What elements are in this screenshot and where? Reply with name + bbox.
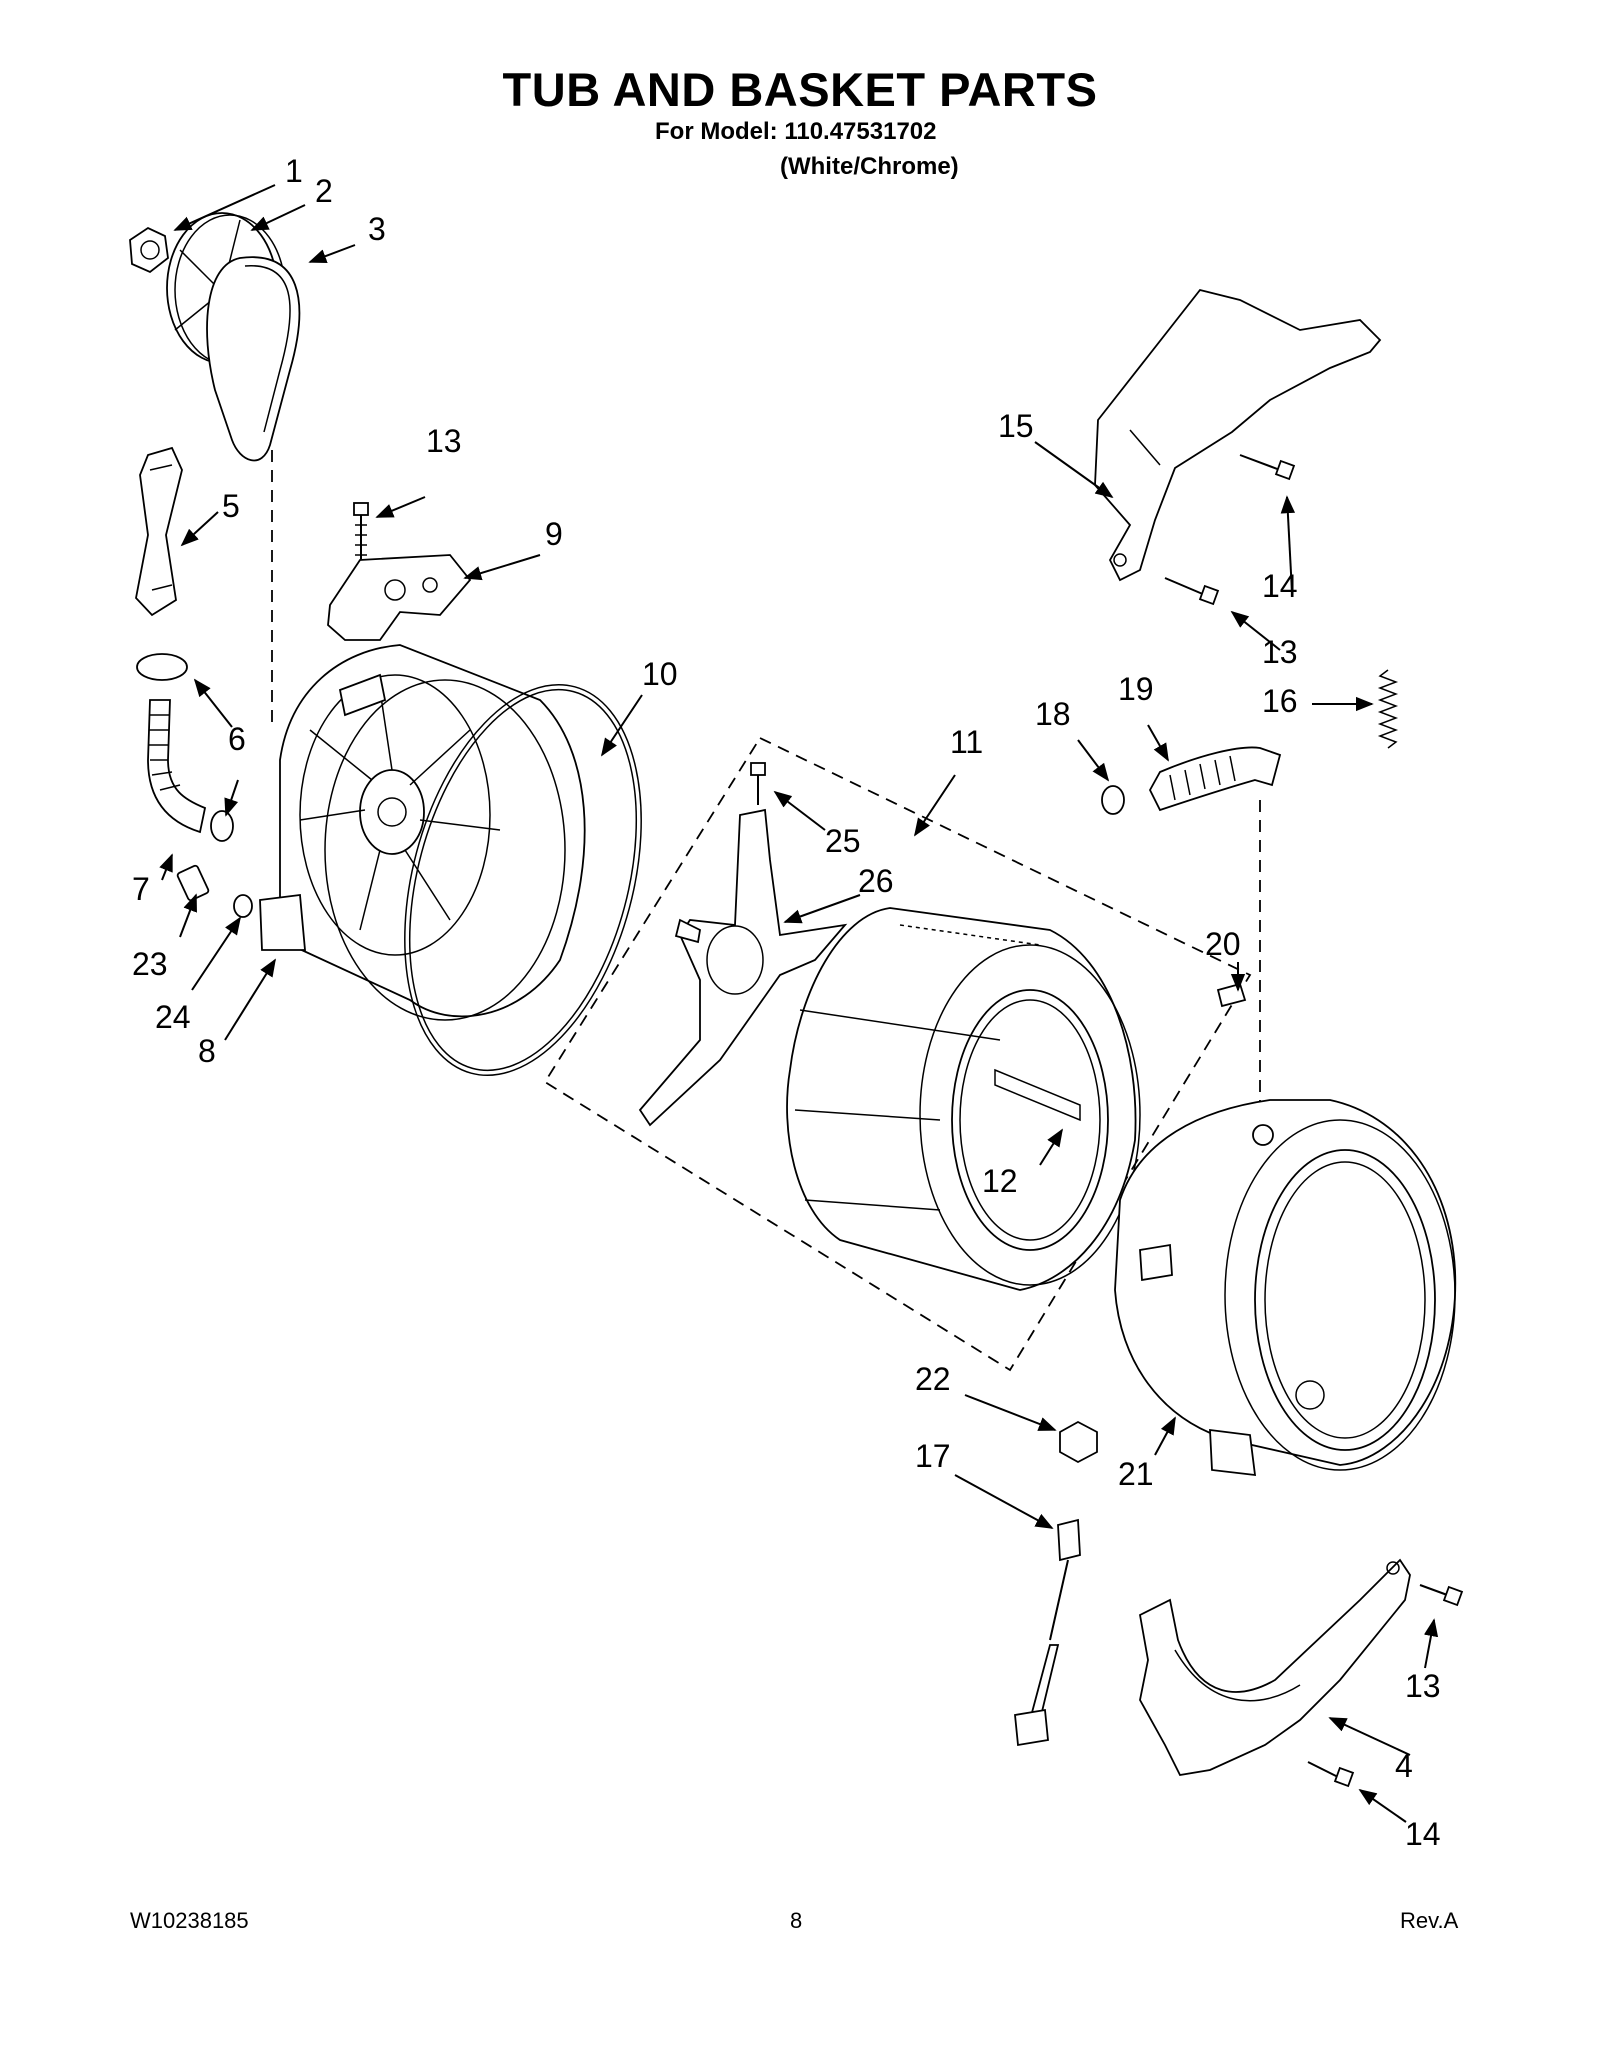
callout-19: 19 bbox=[1118, 671, 1154, 707]
part-5-hose bbox=[135, 446, 183, 617]
part-21-front-tub bbox=[1114, 1099, 1457, 1477]
callout-3: 3 bbox=[368, 211, 386, 247]
part-4-counterweight bbox=[1138, 1558, 1411, 1776]
part-7-ribs bbox=[149, 714, 181, 791]
part-14-screw-upper bbox=[1239, 454, 1296, 481]
callout-10: 10 bbox=[642, 656, 678, 692]
callout-8: 8 bbox=[198, 1033, 216, 1069]
leader-arrows bbox=[159, 184, 1439, 1823]
part-1-nut bbox=[129, 226, 169, 274]
part-11-assembly-box bbox=[543, 736, 1252, 1372]
part-15-counterweight bbox=[1094, 288, 1382, 582]
callout-23: 23 bbox=[132, 946, 168, 982]
part-14-screw-lower bbox=[1307, 1761, 1355, 1788]
callout-2: 2 bbox=[315, 173, 333, 209]
page-number: 8 bbox=[790, 1908, 803, 1933]
callout-14-lower: 14 bbox=[1405, 1816, 1441, 1852]
doc-number: W10238185 bbox=[130, 1908, 249, 1933]
part-6-clamp-top bbox=[136, 653, 188, 681]
part-6-clamp-bottom bbox=[210, 810, 234, 842]
part-23-fitting bbox=[176, 864, 210, 902]
callout-13-lower: 13 bbox=[1405, 1668, 1441, 1704]
part-13-screw-lower bbox=[1419, 1584, 1464, 1607]
model-color: (White/Chrome) bbox=[780, 153, 959, 180]
callout-22: 22 bbox=[915, 1361, 951, 1397]
part-17-shock bbox=[1014, 1518, 1081, 1747]
callout-5: 5 bbox=[222, 488, 240, 524]
callout-18: 18 bbox=[1035, 696, 1071, 732]
part-13-screw-left bbox=[353, 502, 369, 565]
part-20-clip bbox=[1216, 982, 1247, 1008]
callout-13-left: 13 bbox=[426, 423, 462, 459]
part-10-ring bbox=[404, 683, 642, 1077]
callout-16: 16 bbox=[1262, 683, 1298, 719]
part-9-bracket bbox=[327, 554, 472, 641]
part-22-pad bbox=[1059, 1420, 1098, 1464]
revision: Rev.A bbox=[1400, 1908, 1459, 1933]
callout-9: 9 bbox=[545, 516, 563, 552]
part-25-screw bbox=[750, 762, 766, 805]
callout-25: 25 bbox=[825, 823, 861, 859]
part-8-rear-tub bbox=[259, 644, 586, 1021]
part-12-basket bbox=[786, 907, 1141, 1291]
callout-6: 6 bbox=[228, 721, 246, 757]
callout-21: 21 bbox=[1118, 1456, 1154, 1492]
callout-7: 7 bbox=[132, 871, 150, 907]
part-19-bellows bbox=[1148, 746, 1282, 812]
callout-1: 1 bbox=[285, 153, 303, 189]
callout-11: 11 bbox=[950, 724, 983, 760]
part-13-screw-right bbox=[1164, 577, 1220, 606]
part-24-grommet bbox=[233, 894, 253, 918]
callout-20: 20 bbox=[1205, 926, 1241, 962]
callout-15: 15 bbox=[998, 408, 1034, 444]
part-18-clamp bbox=[1101, 785, 1125, 815]
callout-26: 26 bbox=[858, 863, 894, 899]
callout-labels: 1 2 3 4 5 6 7 8 9 10 11 12 13 13 13 14 1… bbox=[132, 153, 1441, 1852]
callout-4: 4 bbox=[1395, 1748, 1413, 1784]
callout-14-upper: 14 bbox=[1262, 568, 1298, 604]
page-title: TUB AND BASKET PARTS bbox=[502, 63, 1098, 116]
part-7-drain-hose bbox=[147, 699, 207, 834]
callout-13-right: 13 bbox=[1262, 634, 1298, 670]
callout-17: 17 bbox=[915, 1438, 951, 1474]
model-number: For Model: 110.47531702 bbox=[655, 118, 937, 145]
part-3-belt bbox=[206, 256, 301, 462]
part-16-spring bbox=[1377, 669, 1399, 749]
callout-12: 12 bbox=[982, 1163, 1018, 1199]
callout-24: 24 bbox=[155, 999, 191, 1035]
